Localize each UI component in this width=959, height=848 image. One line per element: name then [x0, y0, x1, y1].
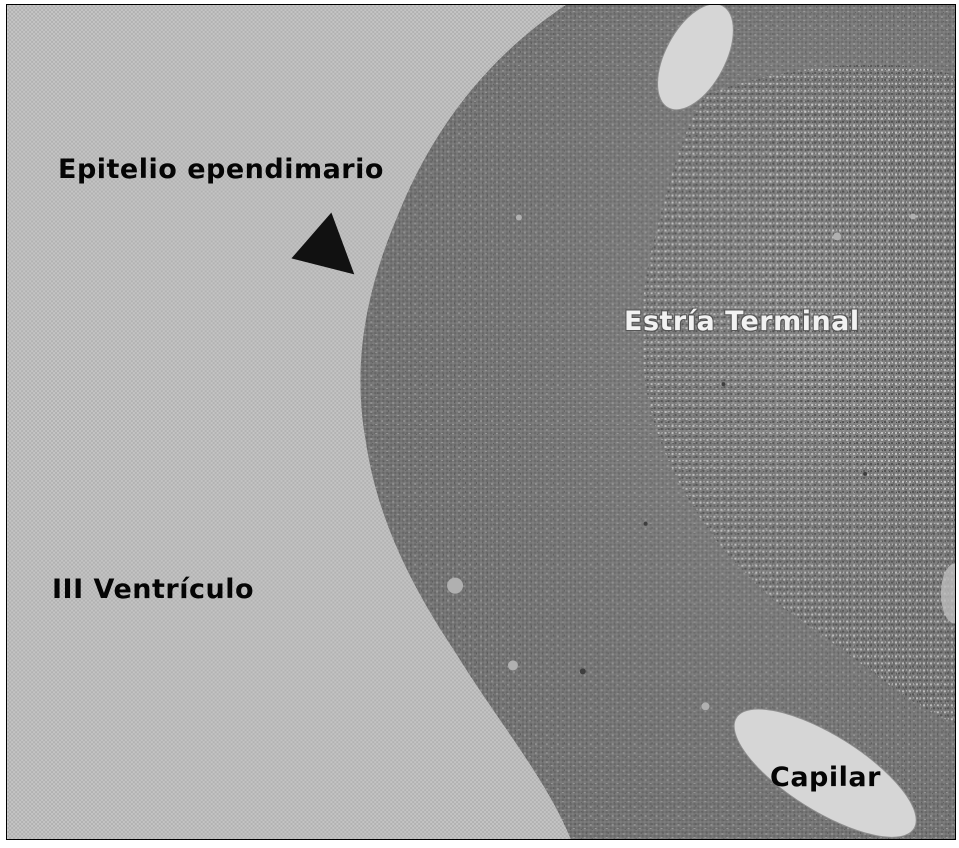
histology-micrograph — [6, 4, 956, 840]
label-ependymal-epithelium: Epitelio ependimario — [58, 156, 384, 183]
label-stria-terminalis: Estría Terminal — [624, 308, 860, 335]
label-capillary: Capilar — [770, 764, 881, 791]
micrograph-svg — [7, 5, 955, 839]
label-third-ventricle: III Ventrículo — [52, 576, 254, 603]
